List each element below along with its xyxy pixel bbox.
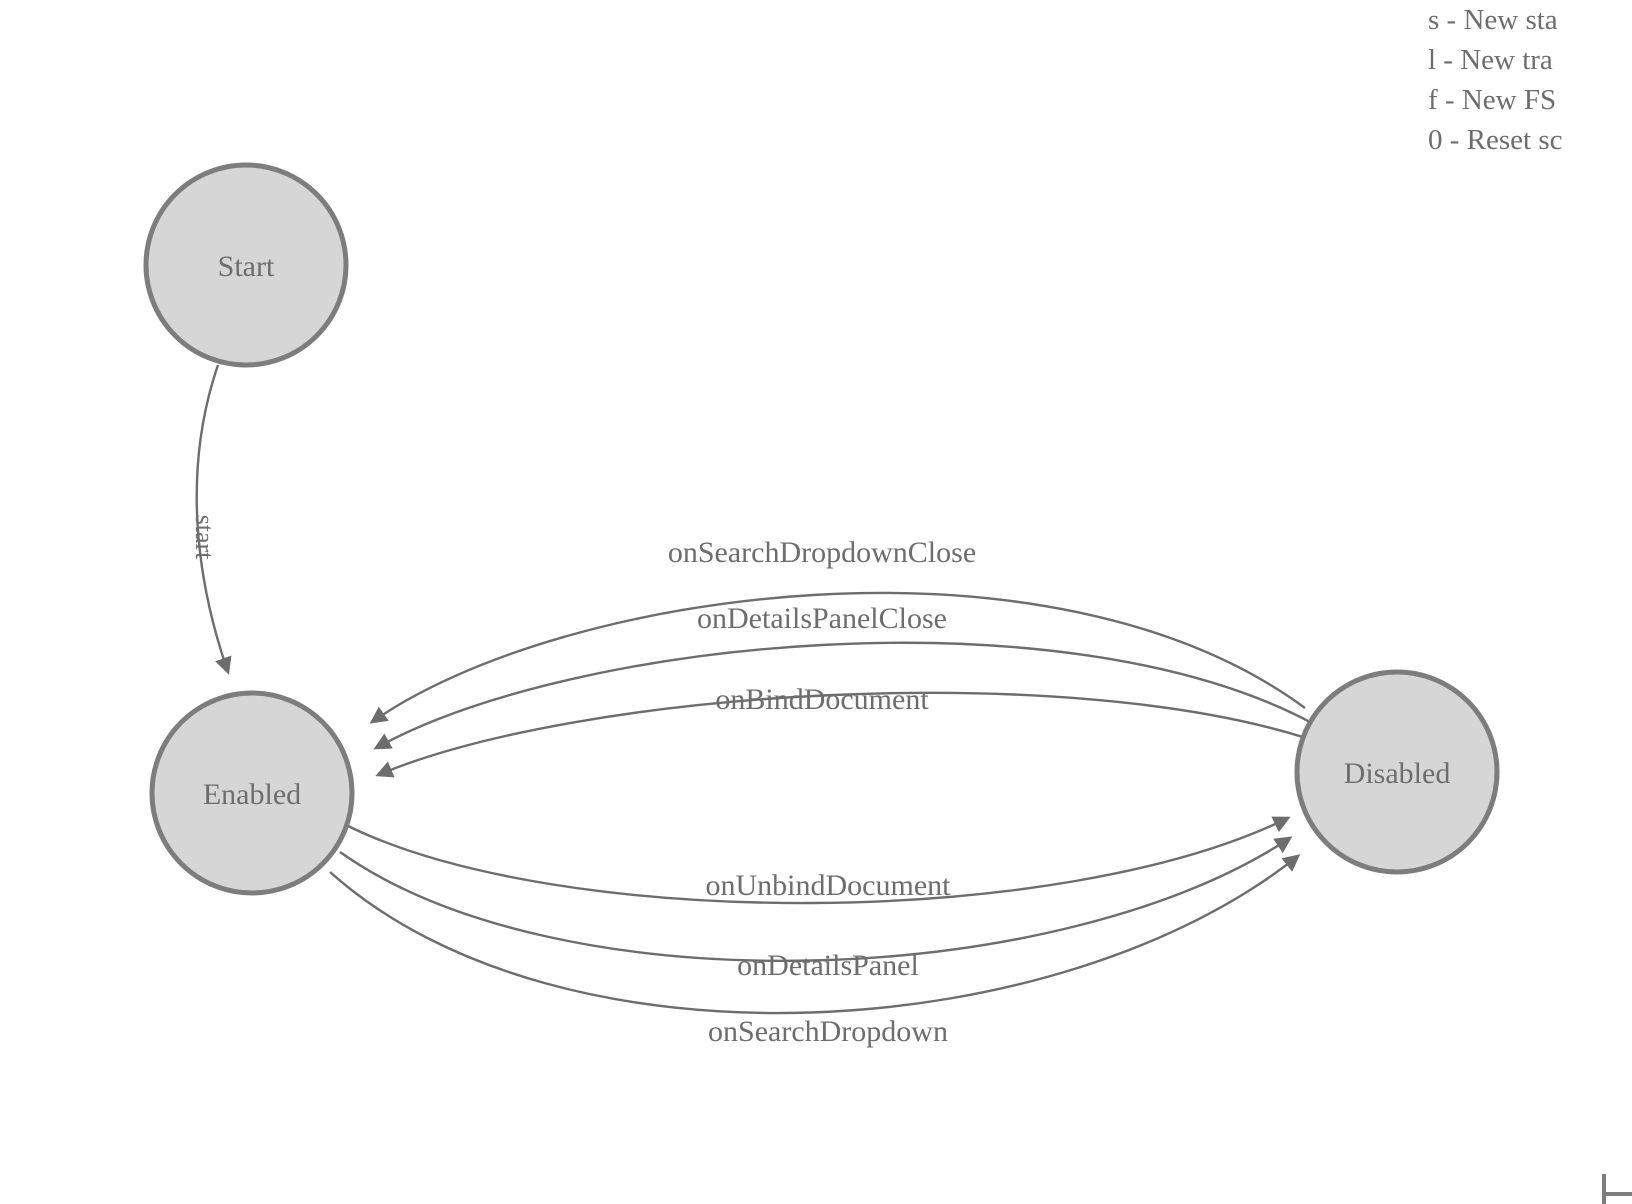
- resize-corner-marker[interactable]: [1596, 1168, 1632, 1204]
- edge-onsearchdropdown[interactable]: [329, 854, 1301, 1015]
- node-start-label: Start: [218, 250, 275, 283]
- edge-ondetailspanel[interactable]: [339, 836, 1293, 962]
- edge-ondetailspanelclose[interactable]: [373, 641, 1311, 750]
- edge-onbinddocument[interactable]: [375, 691, 1307, 778]
- edge-label-onsearchdropdownclose: onSearchDropdownClose: [668, 536, 976, 569]
- edge-label-onsearchdropdown: onSearchDropdown: [708, 1015, 948, 1048]
- edge-group-to-disabled: [329, 816, 1301, 1015]
- edge-label-onbinddocument: onBindDocument: [715, 683, 929, 716]
- node-disabled-circle[interactable]: [1294, 669, 1500, 875]
- edge-start[interactable]: [195, 364, 232, 675]
- corner-vertical-bar: [1602, 1174, 1606, 1204]
- edge-group-to-enabled: [369, 591, 1311, 778]
- edge-onunbinddocument[interactable]: [347, 816, 1291, 905]
- node-enabled[interactable]: Enabled: [149, 690, 355, 896]
- edge-label-ondetailspanelclose: onDetailsPanelClose: [697, 602, 947, 635]
- corner-horizontal-bar: [1604, 1192, 1632, 1196]
- edge-onsearchdropdownclose[interactable]: [369, 591, 1306, 724]
- node-disabled[interactable]: Disabled: [1294, 669, 1500, 875]
- node-disabled-label: Disabled: [1344, 757, 1451, 790]
- edge-label-start: start: [190, 515, 219, 561]
- node-start[interactable]: Start: [143, 162, 349, 368]
- node-start-circle[interactable]: [143, 162, 349, 368]
- edge-label-ondetailspanel: onDetailsPanel: [737, 949, 919, 982]
- node-enabled-circle[interactable]: [149, 690, 355, 896]
- edge-label-onunbinddocument: onUnbindDocument: [706, 869, 952, 902]
- node-enabled-label: Enabled: [203, 778, 301, 811]
